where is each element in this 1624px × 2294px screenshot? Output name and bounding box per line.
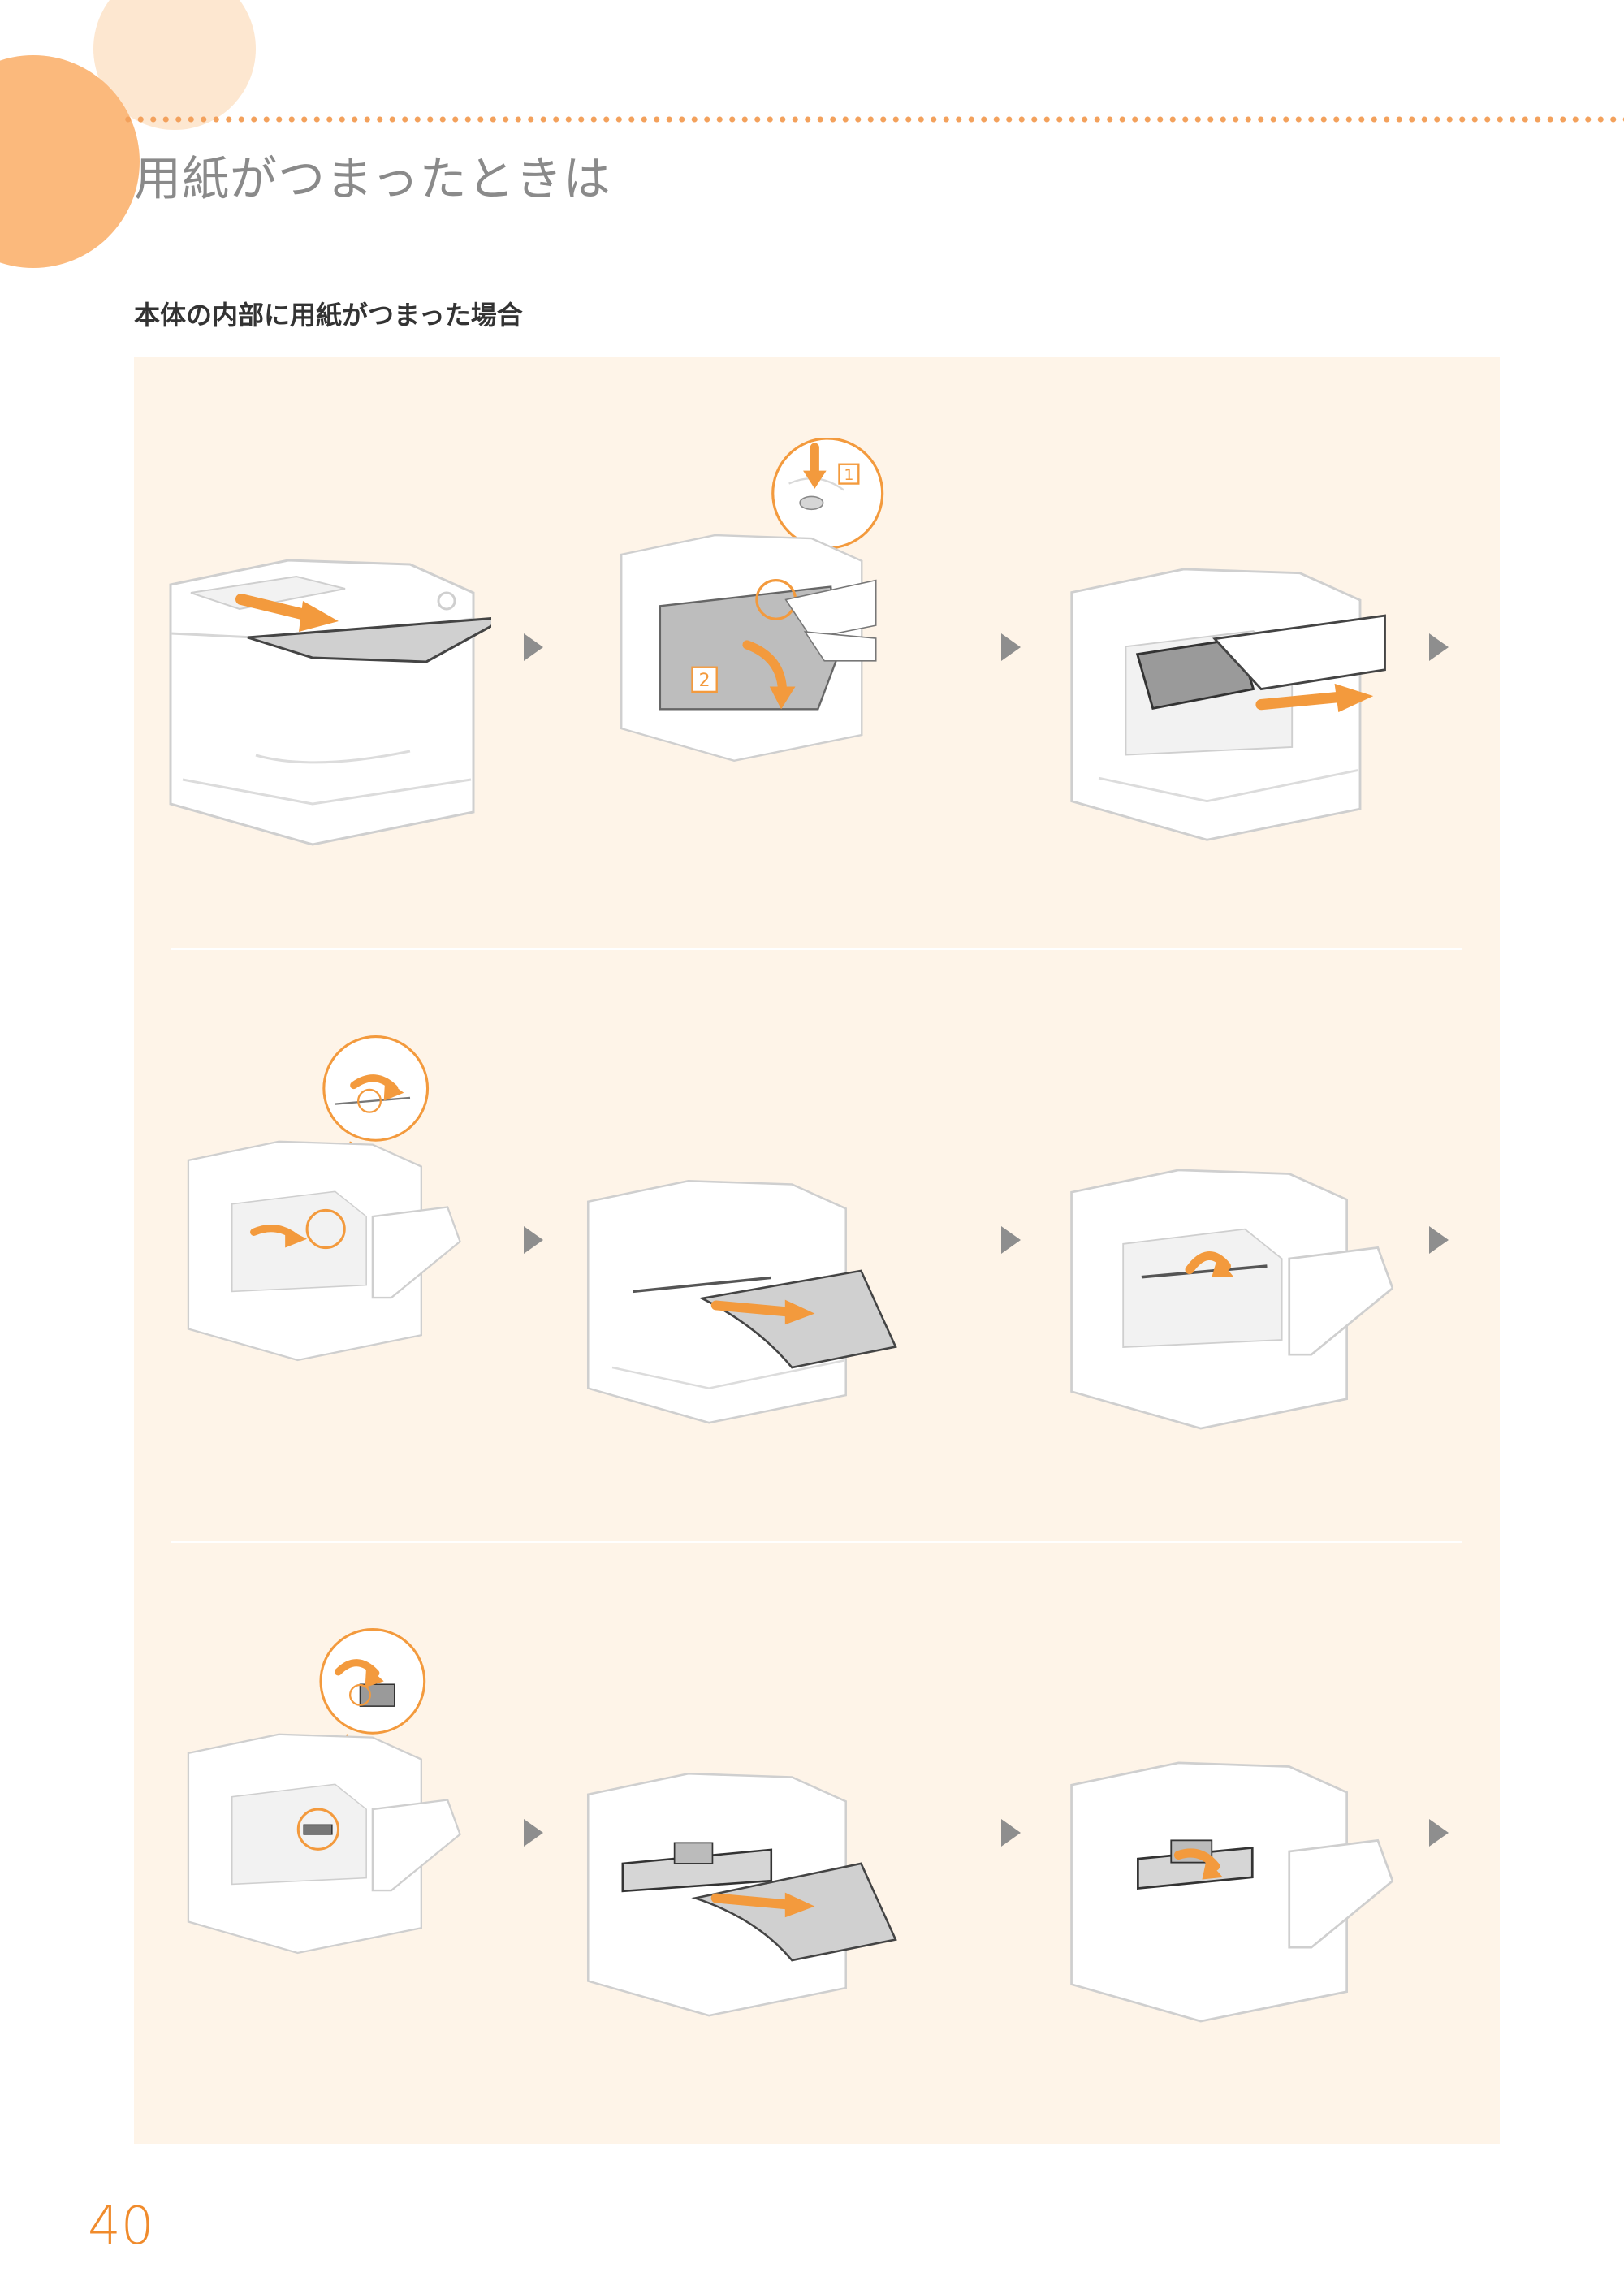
next-step-arrow [1001, 633, 1021, 661]
step-illustration-return-lever [1070, 1169, 1393, 1430]
callout-number-2: 2 [699, 670, 710, 691]
dotted-header-rule [122, 116, 1624, 123]
next-step-arrow [1429, 1226, 1449, 1254]
step-illustration-close-guide [1070, 1761, 1393, 2023]
step-illustration-remove-cartridge [1070, 568, 1386, 841]
step-illustration-open-guide [187, 1628, 461, 1955]
next-step-arrow [1001, 1819, 1021, 1847]
row-divider [171, 1541, 1462, 1543]
next-step-arrow [1429, 633, 1449, 661]
next-step-arrow [1429, 1819, 1449, 1847]
step-row-1: 1 2 [134, 357, 1500, 950]
step-illustration-remove-output-paper [169, 559, 491, 846]
section-heading: 本体の内部に用紙がつまった場合 [134, 300, 523, 330]
next-step-arrow [524, 1226, 543, 1254]
page-number: 40 [88, 2197, 154, 2257]
step-row-2 [134, 950, 1500, 1543]
next-step-arrow [1001, 1226, 1021, 1254]
step-illustration-open-front-cover: 1 2 [620, 438, 884, 763]
step-illustration-pull-paper [586, 1179, 897, 1424]
page-title: 用紙がつまったときは [134, 151, 611, 206]
step-row-3 [134, 1543, 1500, 2136]
next-step-arrow [524, 633, 543, 661]
callout-number-1: 1 [844, 466, 853, 484]
step-illustration-pull-paper-guide [586, 1772, 897, 2017]
instruction-panel: 1 2 [134, 357, 1500, 2144]
step-illustration-lift-lever [187, 1035, 461, 1362]
row-divider [171, 948, 1462, 950]
next-step-arrow [524, 1819, 543, 1847]
